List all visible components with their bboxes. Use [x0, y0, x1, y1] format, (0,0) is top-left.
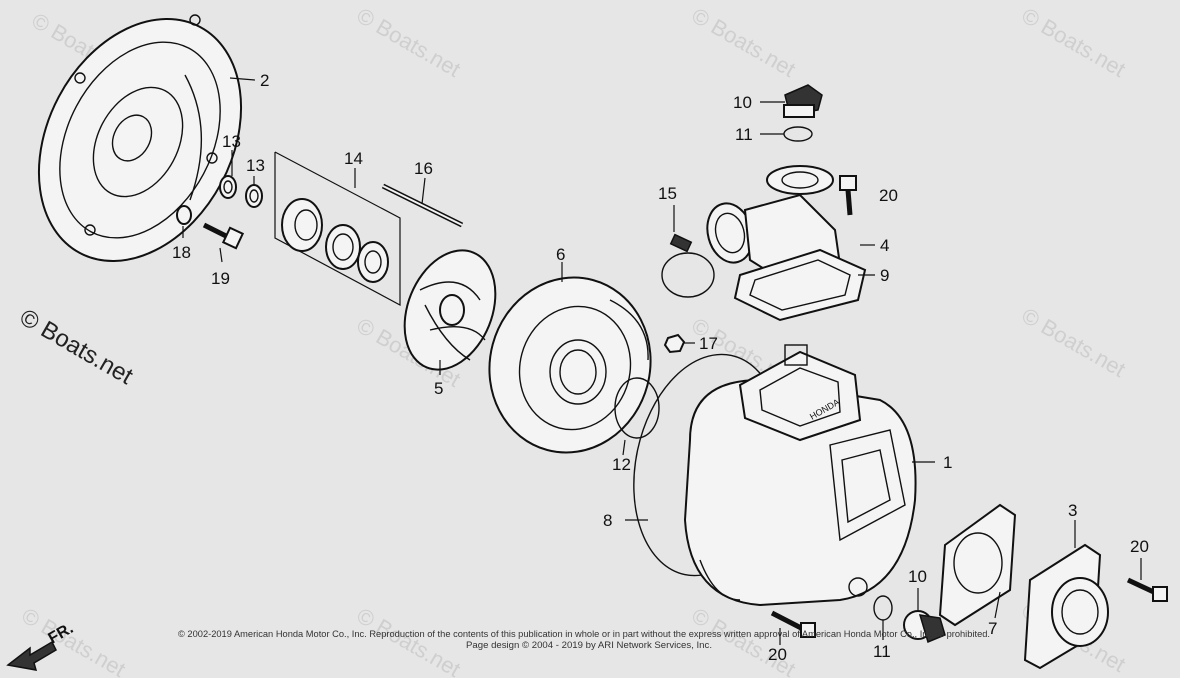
callout-14: 14	[344, 149, 363, 168]
callout-16: 16	[414, 159, 433, 178]
callout-13: 13	[246, 156, 265, 175]
part-5-impeller[interactable]	[388, 237, 512, 383]
callout-13: 13	[222, 132, 241, 151]
callout-11: 11	[735, 125, 753, 144]
part-17-nut[interactable]	[663, 333, 686, 354]
callout-5: 5	[434, 379, 443, 398]
callout-11: 11	[873, 642, 891, 661]
part-20-bolt[interactable]	[839, 175, 857, 216]
callout-18: 18	[172, 243, 191, 262]
part-12-o-ring[interactable]	[614, 377, 660, 439]
callout-10: 10	[733, 93, 752, 112]
callout-17: 17	[699, 334, 718, 353]
callout-9: 9	[880, 266, 889, 285]
watermark: © Boats.net	[353, 3, 465, 82]
callout-20: 20	[879, 186, 898, 205]
callout-6: 6	[556, 245, 565, 264]
callout-7: 7	[988, 619, 997, 638]
callout-20: 20	[1130, 537, 1149, 556]
part-20-bolt[interactable]	[770, 610, 816, 638]
part-13-seal[interactable]	[245, 184, 263, 208]
watermark: © Boats.net	[1018, 3, 1130, 82]
callout-19: 19	[211, 269, 230, 288]
part-19-bolt[interactable]	[202, 222, 245, 250]
part-11-washer[interactable]	[873, 595, 893, 621]
part-10-plug[interactable]	[783, 84, 823, 118]
callout-2: 2	[260, 71, 269, 90]
watermark-main: © Boats.net	[15, 304, 138, 390]
callout-20: 20	[768, 645, 787, 664]
callout-4: 4	[880, 236, 889, 255]
part-3-suction-flange[interactable]	[1023, 543, 1109, 670]
copyright-notice: © 2002-2019 American Honda Motor Co., In…	[178, 629, 990, 650]
part-20-bolt[interactable]	[1126, 577, 1168, 602]
part-13-seal[interactable]	[219, 175, 237, 199]
watermark: © Boats.net	[353, 603, 465, 678]
callout-8: 8	[603, 511, 612, 530]
leader-lines	[182, 77, 1142, 645]
copyright-line-1: © 2002-2019 American Honda Motor Co., In…	[178, 629, 990, 639]
part-2-rear-cover[interactable]	[0, 0, 281, 296]
part-6-volute-case[interactable]	[470, 259, 670, 470]
callouts: 2 13 13 14 16 18 19 5 6 15 17 12 8 1 10 …	[172, 71, 1149, 664]
callout-10: 10	[908, 567, 927, 586]
watermark: © Boats.net	[688, 3, 800, 82]
part-9-gasket[interactable]	[733, 248, 867, 322]
part-7-gasket[interactable]	[938, 503, 1017, 627]
part-14-mechanical-seal-set[interactable]	[274, 151, 401, 307]
callout-15: 15	[658, 184, 677, 203]
callout-3: 3	[1068, 501, 1077, 520]
copyright-line-2: Page design © 2004 - 2019 by ARI Network…	[466, 640, 712, 650]
part-15-hose-clamp[interactable]	[661, 233, 715, 298]
callout-12: 12	[612, 455, 631, 474]
part-18-washer[interactable]	[176, 205, 192, 225]
part-1-pump-casing[interactable]: HONDA	[683, 344, 917, 607]
part-11-washer[interactable]	[783, 126, 813, 142]
part-10-plug[interactable]	[903, 610, 946, 644]
callout-1: 1	[943, 453, 952, 472]
arrow-icon	[6, 640, 57, 671]
watermark: © Boats.net	[1018, 303, 1130, 382]
part-16-stud[interactable]	[381, 183, 464, 228]
